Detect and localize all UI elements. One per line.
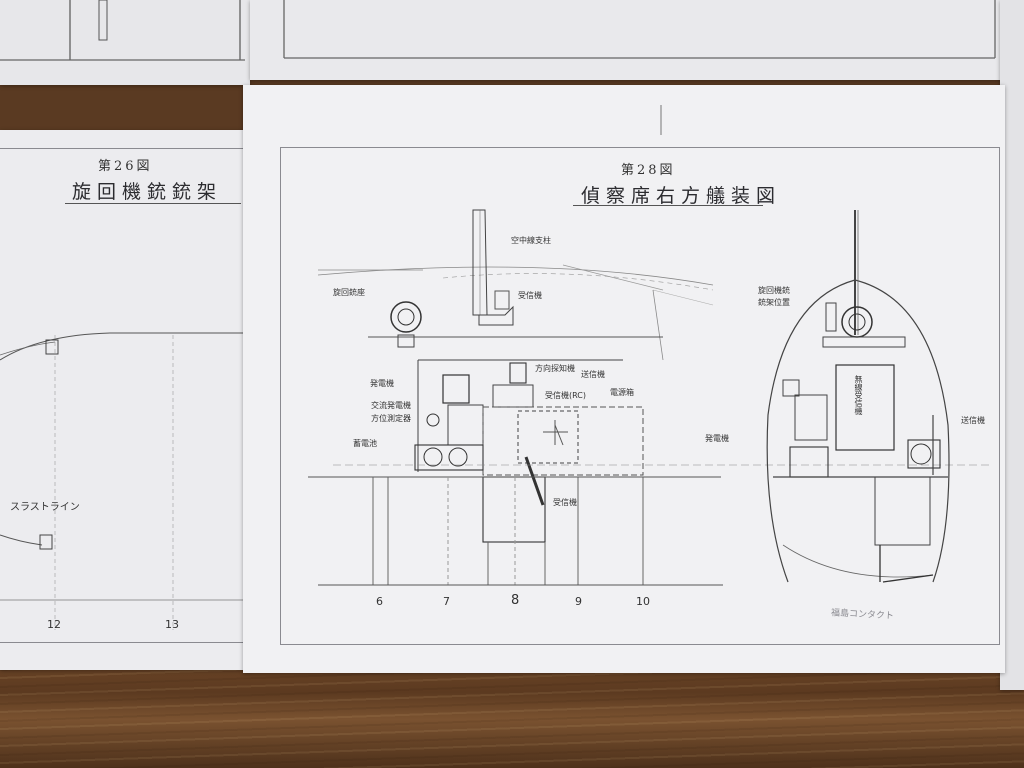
main-figure-title: 偵察席右方艤装図 (581, 185, 782, 207)
sheet-left: 第26図 旋回機銃銃架 スラストライン 12 13 (0, 130, 250, 670)
axis-8: 8 (511, 593, 520, 608)
label-stand: 受信機 (553, 498, 577, 507)
left-figure-number: 第26図 (98, 159, 153, 174)
equipment-side-view (308, 105, 993, 586)
axis-7: 7 (443, 595, 450, 608)
main-title-underline (573, 205, 763, 206)
left-title-underline (65, 203, 241, 204)
sheet-main: 第28図 偵察席右方艤装図 (243, 85, 1005, 673)
main-figure-number: 第28図 (621, 163, 676, 178)
label-right-unit: 送信機 (961, 416, 985, 425)
left-axis-13: 13 (165, 618, 179, 631)
label-power: 発電機 (370, 379, 394, 388)
label-ac: 交流発電機 (371, 401, 411, 410)
wood-grain (0, 660, 1024, 768)
left-axis-12: 12 (47, 618, 61, 631)
label-equipment: 電源箱 (610, 388, 634, 397)
axis-10: 10 (636, 595, 650, 608)
label-center-box: 無線受信機 (854, 375, 863, 415)
sheet-top-left (0, 0, 250, 85)
top-right-drawing (283, 0, 996, 59)
label-bearing: 方位測定器 (371, 414, 411, 423)
left-figure-title: 旋回機銃銃架 (72, 181, 223, 203)
thrust-line-label: スラストライン (10, 502, 80, 513)
label-left-unit: 発電機 (705, 434, 729, 443)
label-receiver: 受信機 (518, 291, 542, 300)
label-radio-mast: 空中線支柱 (511, 236, 551, 245)
label-turret: 旋回銃座 (333, 288, 365, 297)
wooden-table (0, 660, 1024, 768)
top-left-drawing (0, 0, 245, 61)
axis-9: 9 (575, 595, 582, 608)
main-sheet-frame (280, 147, 1000, 645)
label-direction-finder: 方向探知機 (535, 364, 575, 373)
label-transmitter: 送信機 (581, 370, 605, 379)
label-right-2: 銃架位置 (758, 298, 790, 307)
left-sheet-drawing (0, 332, 245, 630)
sheet-top-right (250, 0, 1010, 80)
label-battery: 蓄電池 (353, 439, 377, 448)
label-right-1: 旋回機銃 (758, 286, 790, 295)
label-rc: 受信機(RC) (545, 391, 586, 400)
axis-6: 6 (376, 595, 383, 608)
